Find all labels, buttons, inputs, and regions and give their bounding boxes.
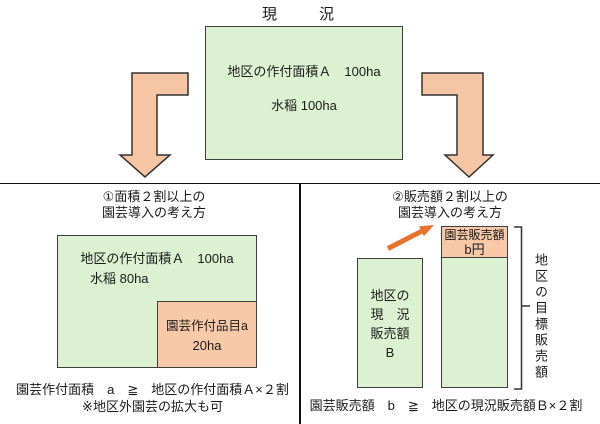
current-sales-line4: B (385, 345, 395, 360)
current-status-line1: 地区の作付面積Ａ 100ha (227, 64, 381, 79)
increase-arrow-icon (386, 225, 434, 251)
left-heading-line2: 園芸導入の考え方 (101, 205, 206, 220)
target-sales-bar-body (441, 257, 508, 388)
down-elbow-arrow-left-icon (118, 72, 189, 178)
left-area-line2: 水稲 80ha (90, 271, 149, 286)
horticulture-area-box (157, 301, 257, 368)
current-sales-label: 地区の 現 況 販売額 B (357, 286, 423, 362)
target-sales-bracket-label: 地区の目標販売額 (533, 253, 548, 381)
current-sales-line1: 地区の (370, 288, 410, 303)
right-heading-line2: 園芸導入の考え方 (397, 205, 502, 220)
target-range-bracket (514, 226, 530, 390)
left-formula: 園芸作付面積 a ≧ 地区の作付面積Ａ×２割 (16, 382, 289, 397)
current-sales-line2: 現 況 (370, 307, 410, 322)
diagram-title: 現 況 (261, 6, 338, 23)
current-status-line2: 水稲 100ha (271, 98, 337, 113)
horticulture-area-line1: 園芸作付品目a (166, 319, 248, 333)
current-sales-line3: 販売額 (370, 326, 410, 341)
right-formula: 園芸販売額 b ≧ 地区の現況販売額Ｂ×２割 (309, 398, 583, 413)
left-heading-line1: ①面積２割以上の (102, 189, 206, 204)
current-status-box (205, 26, 403, 160)
right-heading-line1: ②販売額２割以上の (392, 189, 508, 204)
left-area-line1: 地区の作付面積Ａ 100ha (80, 251, 234, 266)
horticulture-sales-line2: b円 (464, 242, 485, 257)
horticulture-area-line2: 20ha (192, 338, 222, 353)
horticulture-sales-box (441, 226, 508, 258)
down-elbow-arrow-right-icon (421, 72, 495, 179)
current-sales-bar (357, 258, 423, 388)
horticulture-sales-line1: 園芸販売額 (444, 228, 505, 242)
vertical-divider (299, 183, 301, 424)
left-note: ※地区外園芸の拡大も可 (82, 399, 223, 414)
